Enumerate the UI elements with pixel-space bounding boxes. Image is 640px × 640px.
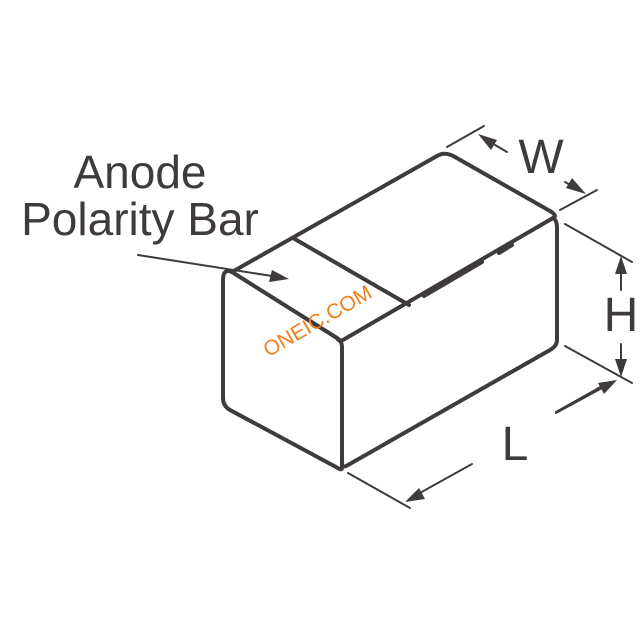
side-face-outline xyxy=(340,216,559,469)
callout-label-polarity-bar: Polarity Bar xyxy=(21,193,259,245)
polarity-bar-edge xyxy=(291,236,411,307)
dimension-height xyxy=(564,223,633,384)
dimension-label-w: W xyxy=(518,131,564,184)
component-body xyxy=(221,151,559,472)
dimension-label-l: L xyxy=(502,418,529,471)
hidden-edge-dash-1 xyxy=(422,260,484,298)
dimension-width xyxy=(446,125,598,211)
watermark: ONEIC.COM xyxy=(259,281,376,362)
hidden-edge-dash-2 xyxy=(497,243,514,255)
dimension-length xyxy=(347,380,617,509)
top-face-outline xyxy=(230,151,557,343)
front-face-outline xyxy=(221,269,344,472)
dimension-label-h: H xyxy=(604,289,639,342)
callout-label-anode: Anode xyxy=(73,146,206,198)
callout-leader xyxy=(137,254,289,282)
